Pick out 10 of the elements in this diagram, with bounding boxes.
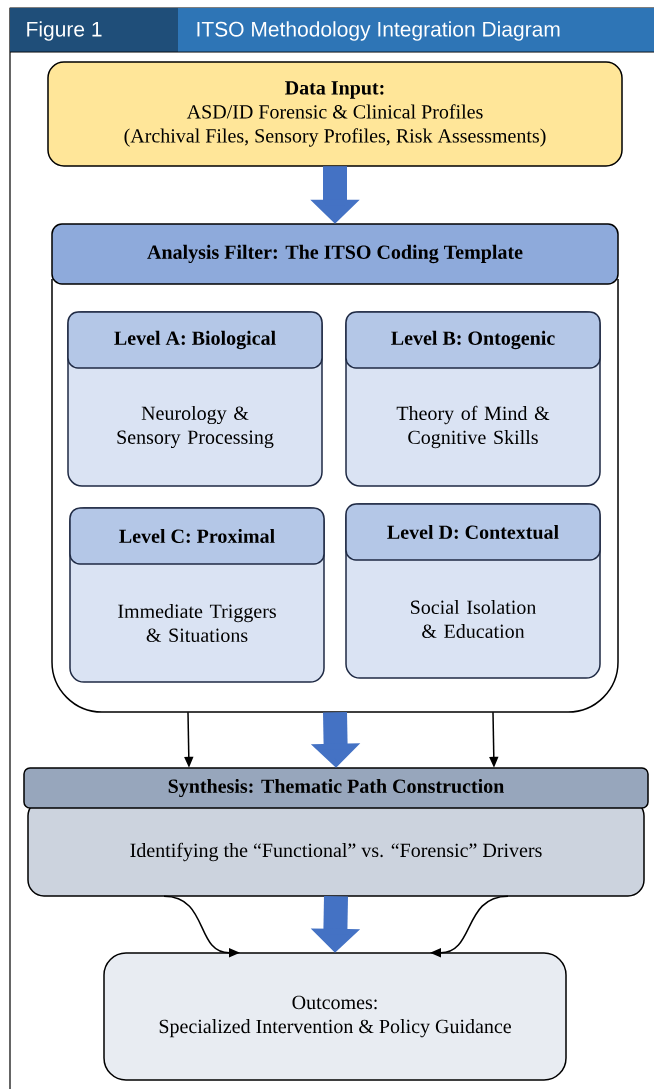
level-box: Level B: Ontogenic Theory of Mind & Cognitive Skills — [345, 311, 601, 487]
figure-label: Figure 1 — [10, 8, 178, 52]
outcome-box: Outcomes: Specialized Intervention & Policy Guidance — [103, 952, 567, 1081]
level-box: Level C: Proximal Immediate Triggers & Situations — [69, 507, 325, 683]
synthesis-box: Synthesis: Thematic Path Construction Identifying the “Functional” vs. “Forensic” Drivers — [23, 767, 649, 897]
figure-title: ITSO Methodology Integration Diagram — [178, 8, 654, 52]
input-box: Data Input: ASD/ID Forensic & Clinical Profiles (Archival Files, Sensory Profiles, Risk Assessments) — [47, 61, 623, 167]
level-box: Level A: Biological Neurology & Sensory Processing — [67, 311, 323, 487]
node-label: Synthesis: Thematic Path Construction — [168, 778, 505, 798]
level-box: Level D: Contextual Social Isolation & Education — [345, 503, 601, 679]
